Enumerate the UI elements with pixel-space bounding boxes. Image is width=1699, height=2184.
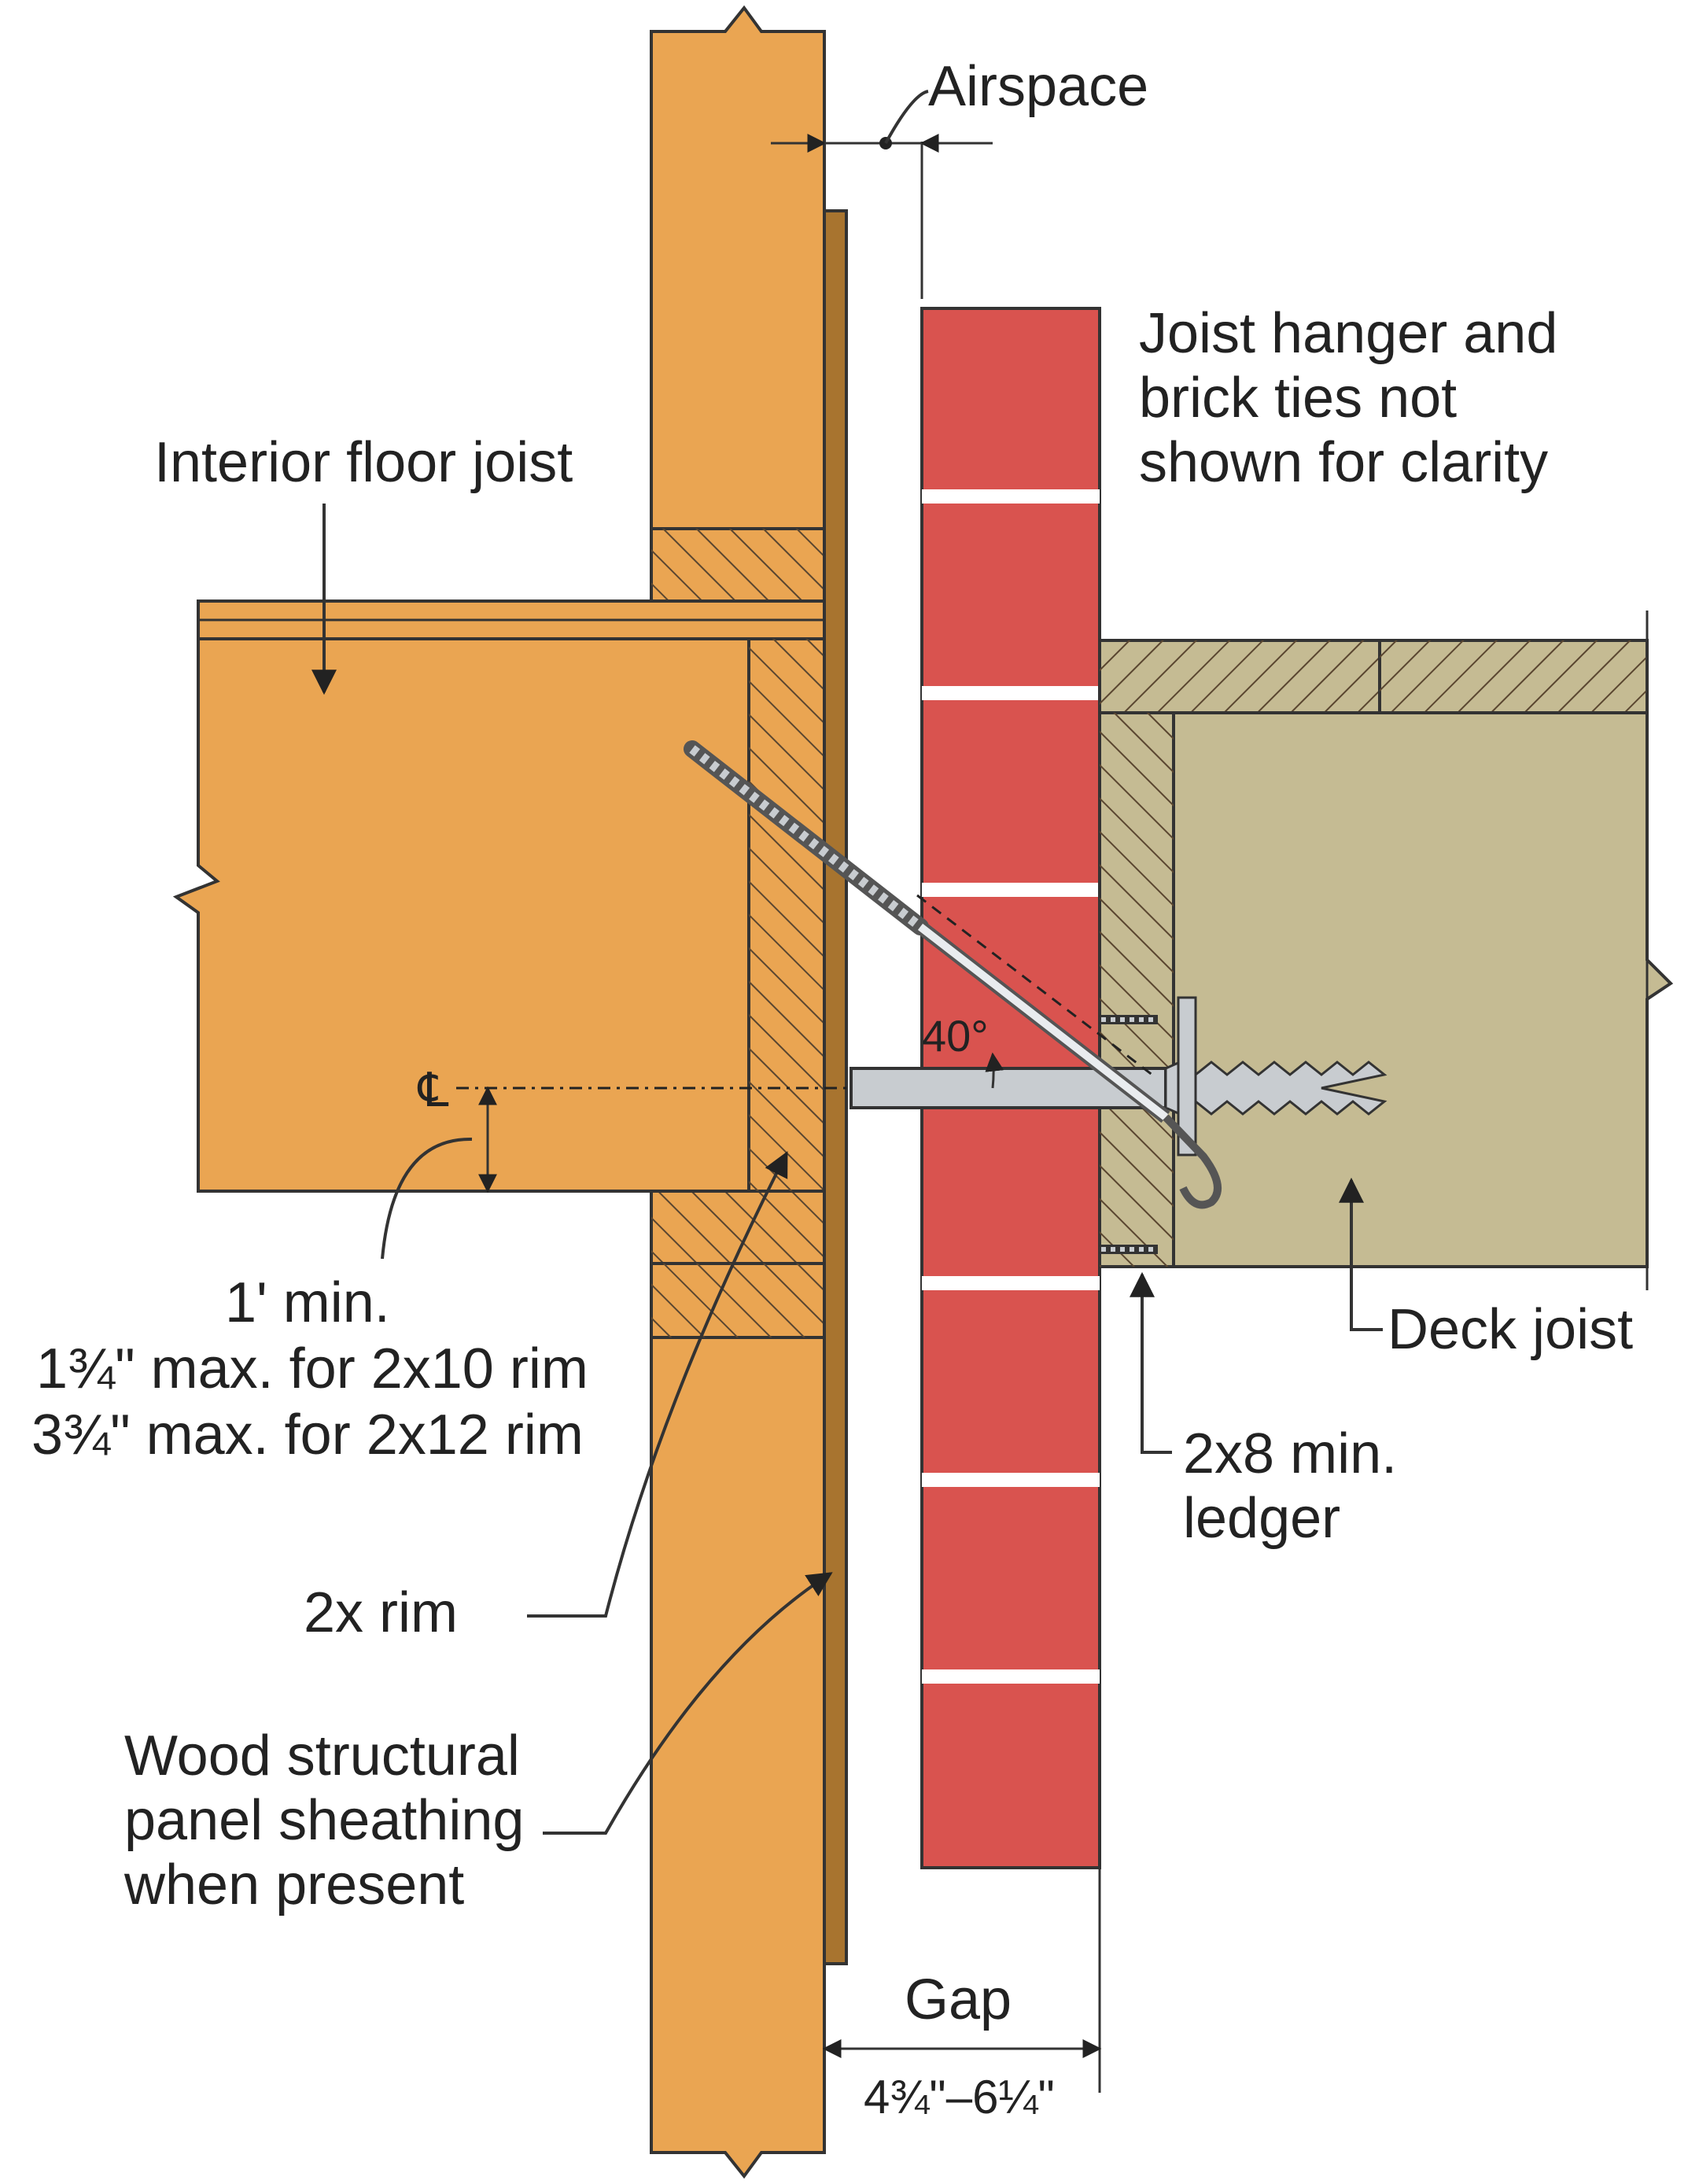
gap-dimension: Gap 4¾"–6¼" bbox=[822, 1868, 1102, 2123]
interior-joist-label: Interior floor joist bbox=[154, 431, 573, 494]
centerline-symbol: ℄ bbox=[417, 1064, 449, 1116]
joist-note: Joist hanger and brick ties not shown fo… bbox=[1139, 302, 1557, 494]
min-max-line-3: 3¾" max. for 2x12 rim bbox=[31, 1404, 584, 1466]
gap-range-label: 4¾"–6¼" bbox=[864, 2071, 1055, 2123]
deck-joist-body bbox=[1172, 711, 1674, 1268]
angle-label: 40° bbox=[922, 1011, 989, 1061]
mortar-joint bbox=[922, 1276, 1100, 1290]
ledger-callout: 2x8 min. ledger bbox=[1130, 1271, 1397, 1550]
mortar-joint bbox=[922, 1473, 1100, 1487]
deck-assembly bbox=[1098, 611, 1674, 1290]
gap-label: Gap bbox=[905, 1968, 1012, 2031]
wall-stud-lower bbox=[650, 1336, 826, 2179]
centerline: ℄ bbox=[417, 1064, 851, 1116]
airspace-dimension: Airspace bbox=[771, 55, 1148, 299]
deck-joist-label: Deck joist bbox=[1388, 1298, 1633, 1361]
mortar-joint bbox=[922, 489, 1100, 504]
mortar-joint bbox=[922, 883, 1100, 897]
wall-stud-upper bbox=[650, 5, 826, 530]
joist-note-line-2: brick ties not bbox=[1139, 367, 1457, 430]
min-max-line-2: 1¾" max. for 2x10 rim bbox=[36, 1337, 588, 1400]
lag-screw bbox=[684, 740, 1222, 1254]
min-max-callout: 1' min. 1¾" max. for 2x10 rim 3¾" max. f… bbox=[31, 1137, 588, 1466]
rim-label: 2x rim bbox=[304, 1581, 458, 1644]
ledger-label-line-2: ledger bbox=[1183, 1487, 1340, 1550]
rim-callout: 2x rim bbox=[304, 1151, 788, 1644]
interior-joist-callout: Interior floor joist bbox=[154, 431, 573, 695]
sheathing-callout: Wood structural panel sheathing when pre… bbox=[123, 1572, 833, 1917]
deck-joist-callout: Deck joist bbox=[1339, 1177, 1633, 1361]
joist-note-line-1: Joist hanger and bbox=[1139, 302, 1557, 365]
angle-indicator: 40° bbox=[922, 1011, 1004, 1089]
sheathing-line-2: panel sheathing bbox=[124, 1789, 524, 1852]
rim-board bbox=[747, 637, 826, 1193]
mortar-joint bbox=[922, 1669, 1100, 1684]
min-max-line-1: 1' min. bbox=[225, 1271, 390, 1334]
interior-floor-joist bbox=[172, 599, 826, 1193]
sheathing-line-1: Wood structural bbox=[124, 1725, 520, 1787]
airspace-label: Airspace bbox=[928, 55, 1148, 118]
mortar-joint bbox=[922, 686, 1100, 700]
ledger-label-line-1: 2x8 min. bbox=[1183, 1422, 1397, 1485]
joist-note-line-3: shown for clarity bbox=[1139, 431, 1548, 494]
house-wall bbox=[650, 5, 826, 2179]
sheathing-line-3: when present bbox=[123, 1854, 464, 1917]
